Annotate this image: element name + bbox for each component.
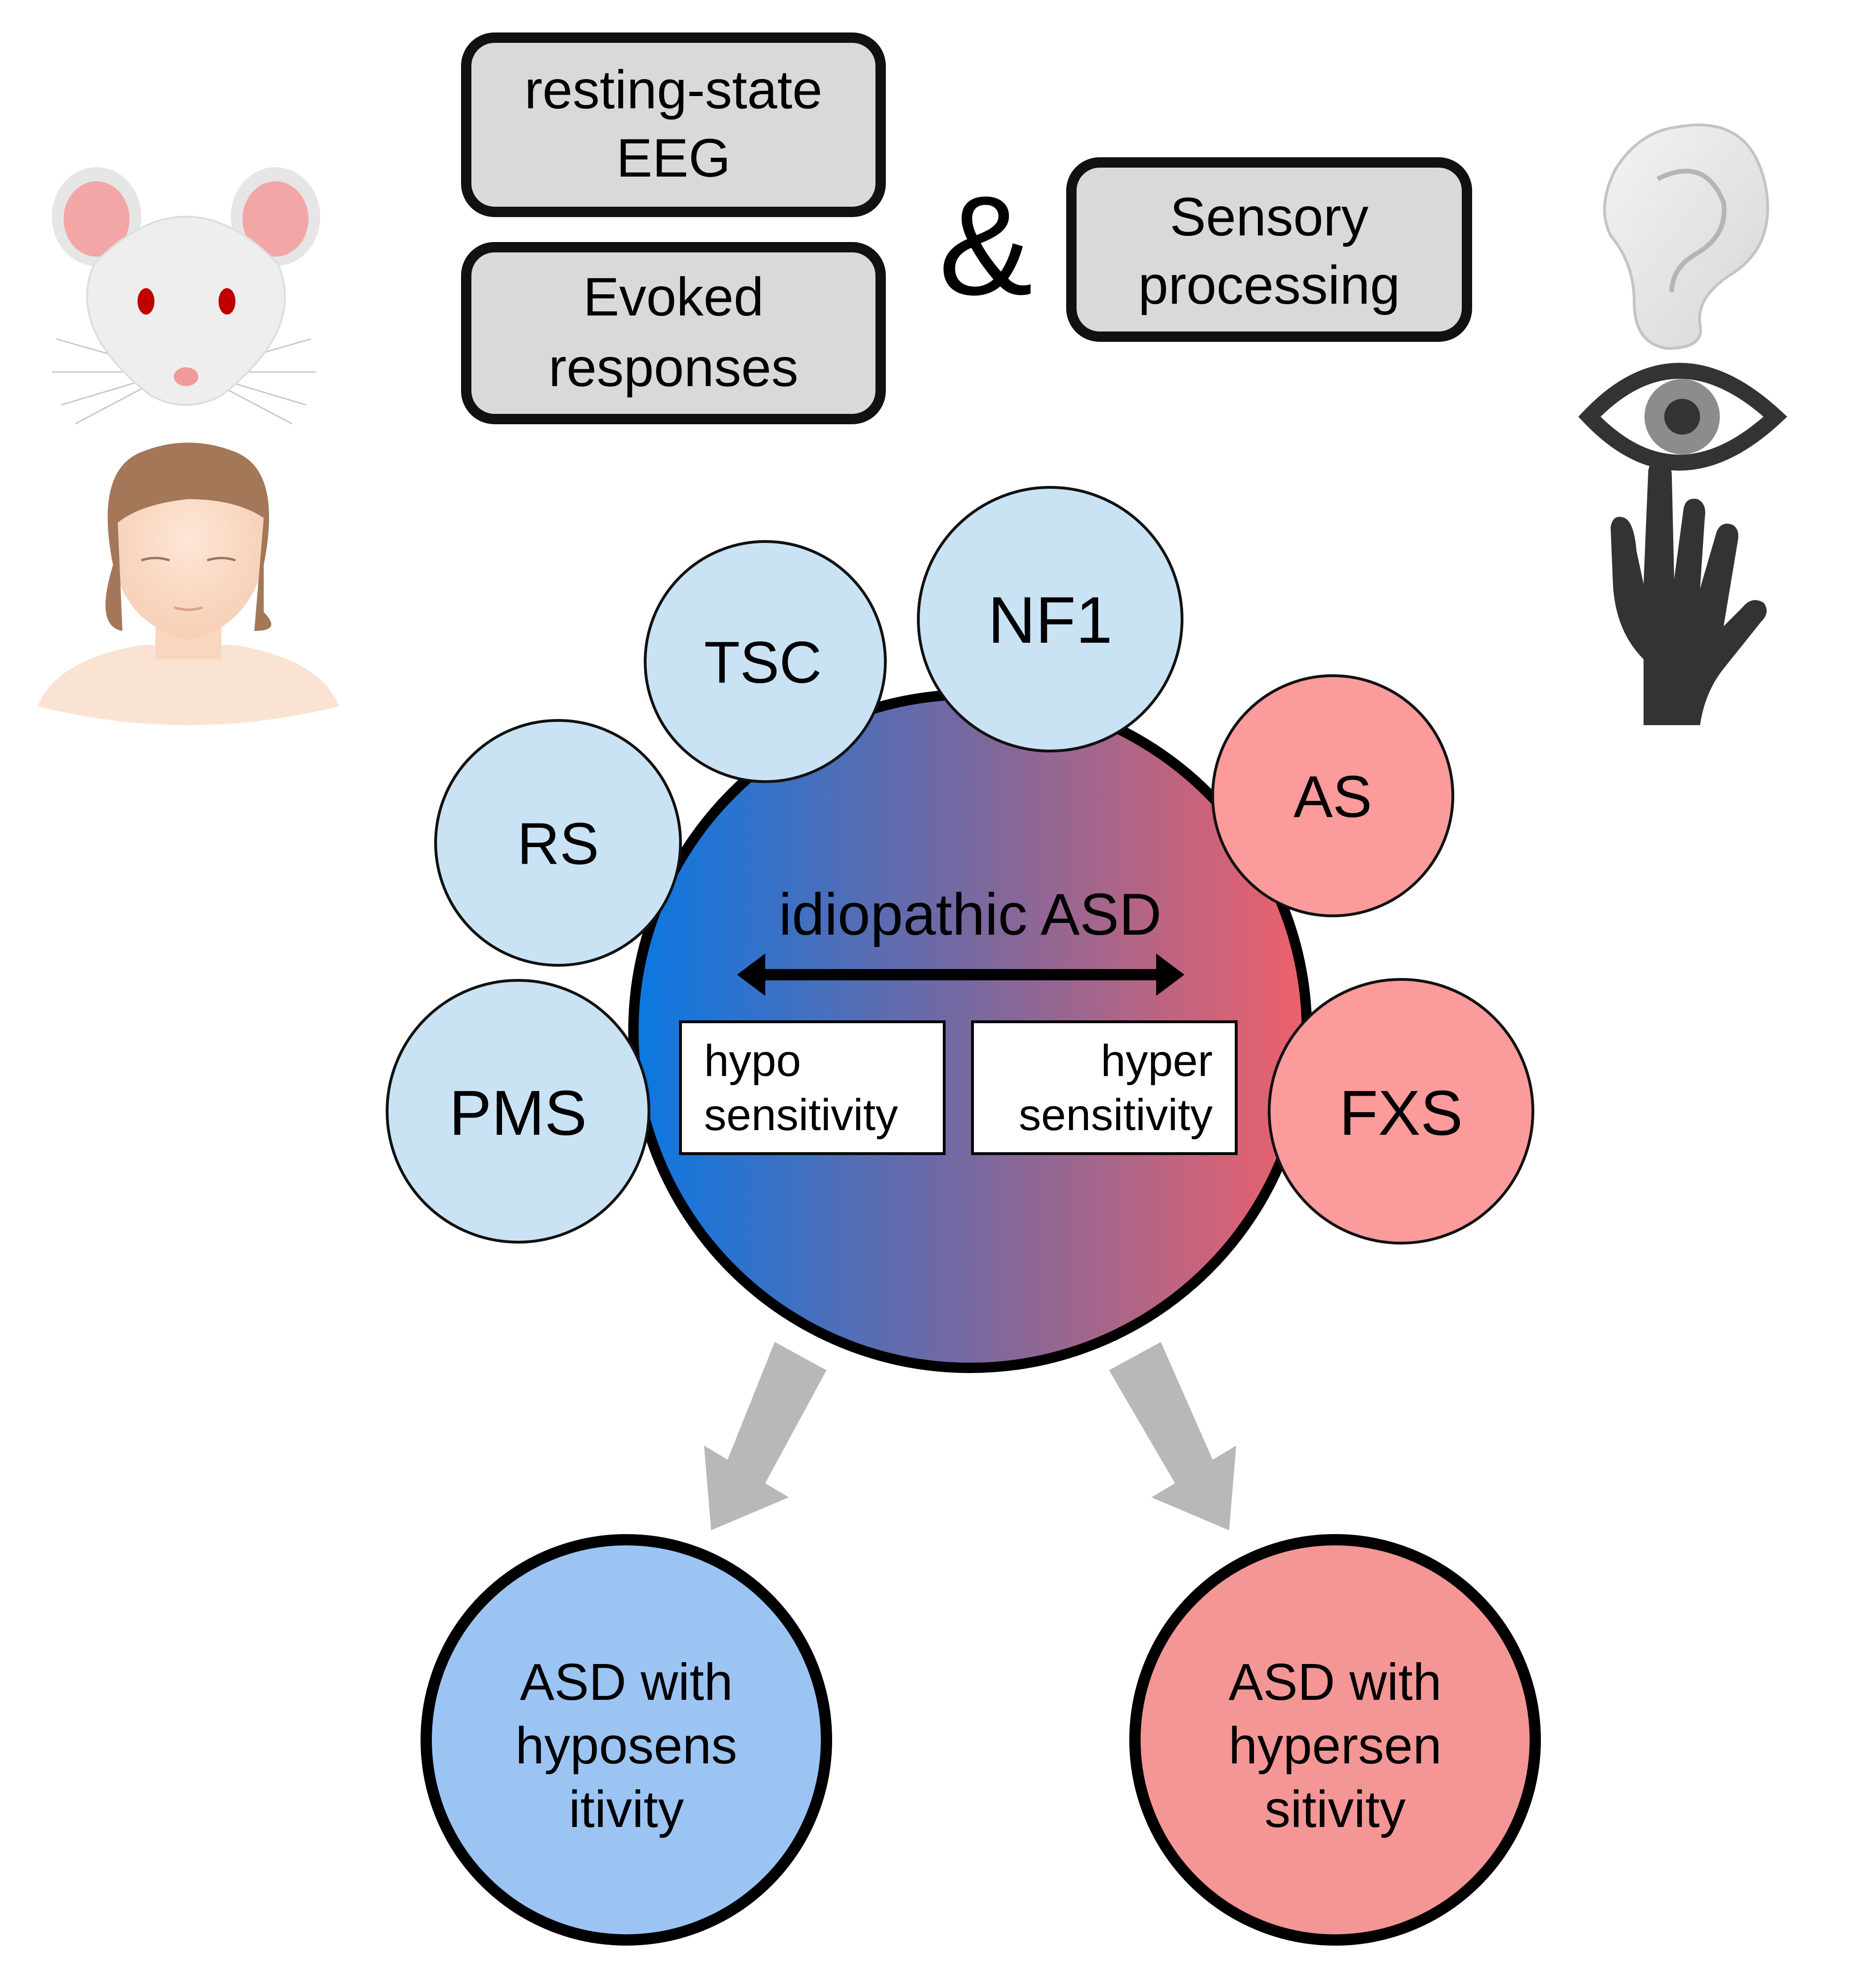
- outcome-hypo-line1: ASD with: [520, 1653, 733, 1711]
- hypo-sensitivity-box: hypo sensitivity: [679, 1020, 946, 1155]
- hypo-label-line2: sensitivity: [704, 1090, 898, 1140]
- eeg-label-line1: resting-state: [525, 60, 823, 120]
- syndrome-circle-rs: RS: [434, 719, 682, 967]
- syndrome-circle-as: AS: [1211, 674, 1454, 917]
- sensory-label-line2: processing: [1138, 255, 1400, 315]
- evoked-label-line2: responses: [549, 338, 799, 398]
- hyper-label-line2: sensitivity: [1019, 1090, 1213, 1140]
- evoked-responses-box: Evoked responses: [461, 242, 886, 424]
- hyper-label-line1: hyper: [1101, 1036, 1213, 1086]
- tsc-label: TSC: [704, 630, 822, 695]
- evoked-label-line1: Evoked: [583, 267, 764, 327]
- arrow-to-hypersensitivity: [1109, 1342, 1236, 1530]
- syndrome-circle-pms: PMS: [386, 979, 650, 1244]
- hand-icon: [1611, 459, 1767, 725]
- rs-label: RS: [517, 811, 599, 877]
- syndrome-circle-nf1: NF1: [917, 486, 1183, 752]
- human-icon: [38, 443, 339, 725]
- pms-label: PMS: [449, 1077, 587, 1148]
- outcome-circle-hypersensitivity: ASD with hypersen sitivity: [1129, 1534, 1541, 1946]
- double-headed-arrow: [737, 954, 1184, 996]
- ampersand: &: [939, 166, 1033, 324]
- hypo-label-line1: hypo: [704, 1036, 801, 1086]
- outcome-hypo-line3: itivity: [569, 1780, 684, 1838]
- outcome-circle-hyposensitivity: ASD with hyposens itivity: [421, 1534, 832, 1946]
- syndrome-circle-tsc: TSC: [644, 540, 887, 783]
- resting-state-eeg-box: resting-state EEG: [461, 32, 886, 217]
- outcome-hyper-line3: sitivity: [1264, 1780, 1405, 1838]
- outcome-hyper-line1: ASD with: [1229, 1653, 1442, 1711]
- eeg-label-line2: EEG: [616, 128, 731, 188]
- syndrome-circle-fxs: FXS: [1268, 978, 1534, 1245]
- hyper-sensitivity-box: hyper sensitivity: [971, 1020, 1238, 1155]
- mouse-icon: [52, 167, 320, 425]
- outcome-hypo-line2: hyposens: [516, 1717, 737, 1775]
- as-label: AS: [1294, 764, 1372, 830]
- sensory-processing-box: Sensory processing: [1066, 157, 1472, 342]
- fxs-label: FXS: [1339, 1077, 1463, 1148]
- eye-icon: [1578, 363, 1787, 471]
- outcome-hyper-line2: hypersen: [1229, 1717, 1442, 1775]
- sensory-label-line1: Sensory: [1170, 187, 1369, 247]
- ear-icon: [1603, 123, 1769, 350]
- arrow-to-hyposensitivity: [704, 1342, 826, 1530]
- idiopathic-asd-title: idiopathic ASD: [779, 882, 1162, 947]
- nf1-label: NF1: [988, 583, 1112, 657]
